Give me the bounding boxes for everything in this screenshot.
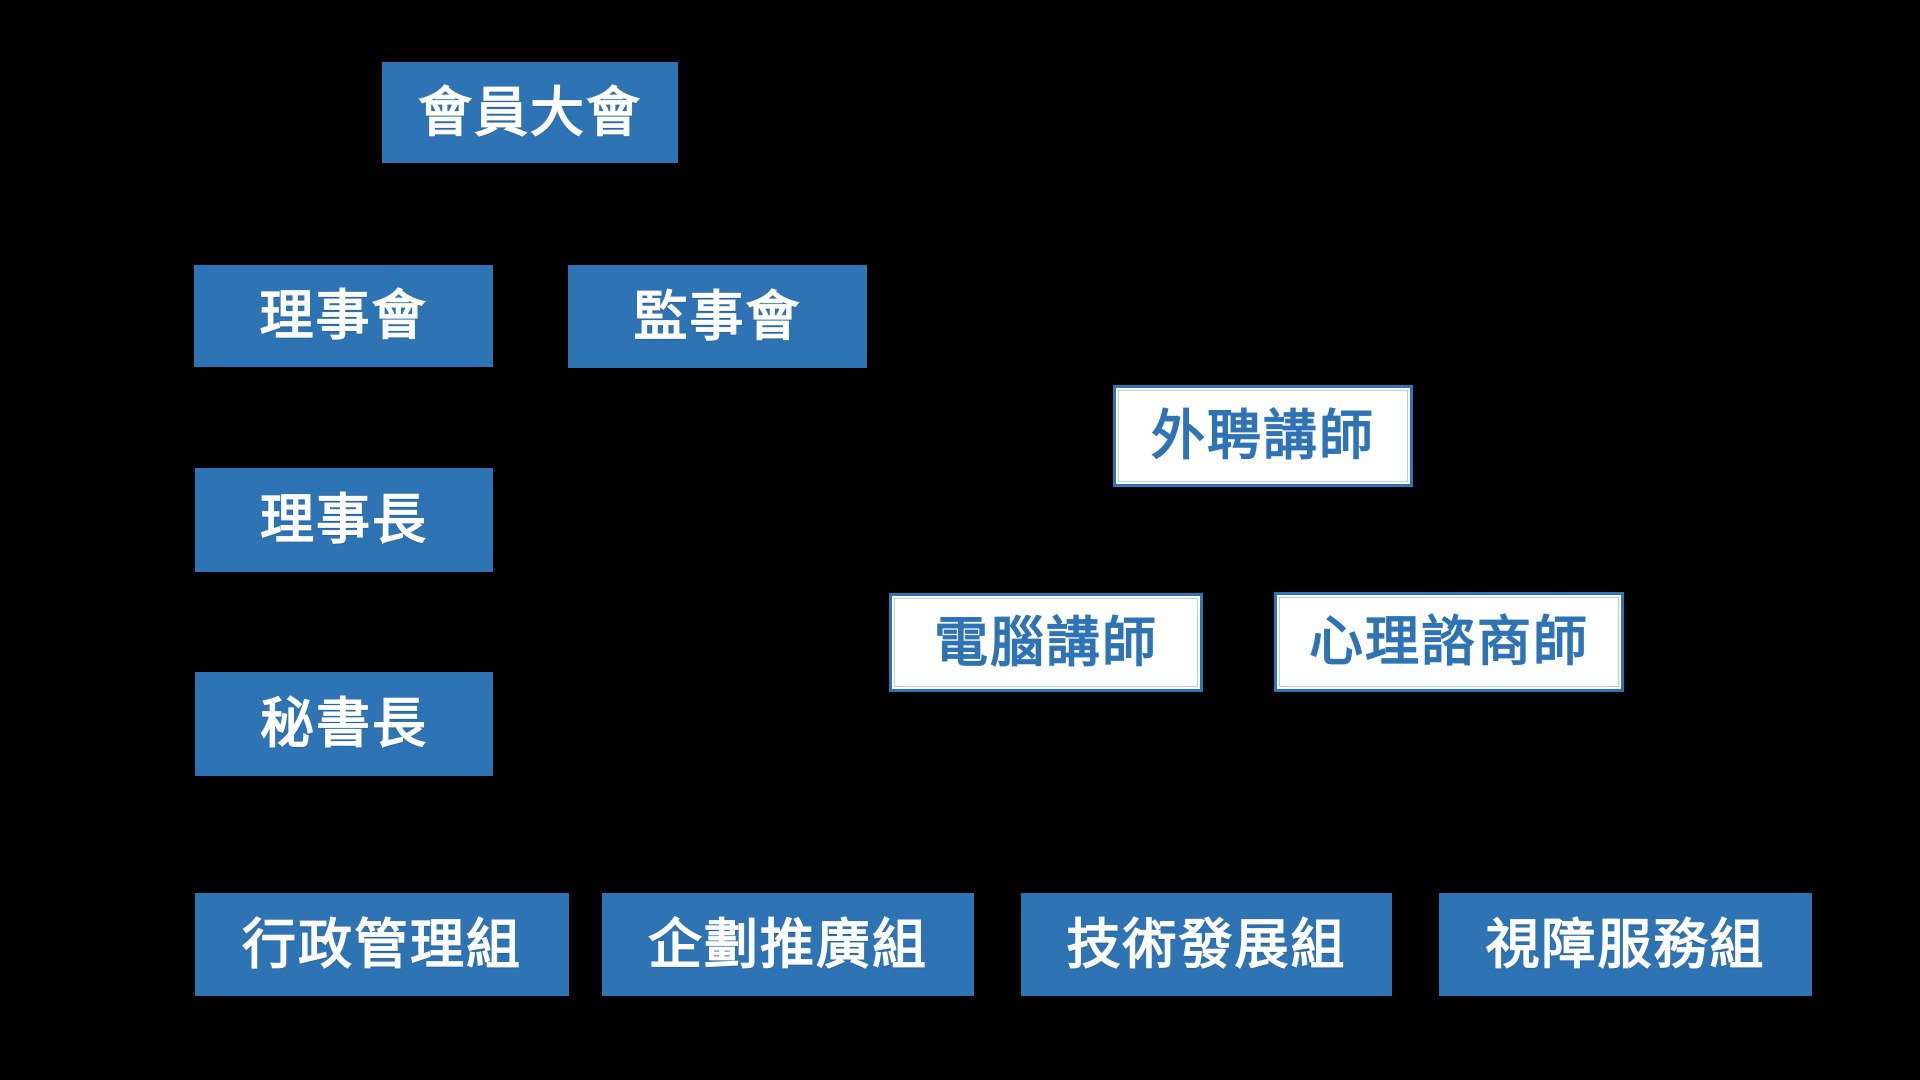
org-node-planning-promo-group: 企劃推廣組 xyxy=(602,893,974,996)
org-node-external-lecturer: 外聘講師 xyxy=(1113,385,1413,487)
org-node-vision-service-group: 視障服務組 xyxy=(1439,893,1812,996)
org-node-secretary-general: 秘書長 xyxy=(195,672,493,776)
org-node-admin-mgmt-group: 行政管理組 xyxy=(195,893,569,996)
org-node-board-of-supervisors: 監事會 xyxy=(568,265,867,368)
org-node-psych-counselor: 心理諮商師 xyxy=(1274,592,1624,692)
org-node-general-assembly: 會員大會 xyxy=(382,62,678,163)
org-node-board-of-directors: 理事會 xyxy=(194,265,493,367)
org-node-chairman: 理事長 xyxy=(195,468,493,572)
org-node-computer-lecturer: 電腦講師 xyxy=(889,593,1203,692)
org-node-tech-dev-group: 技術發展組 xyxy=(1021,893,1392,996)
